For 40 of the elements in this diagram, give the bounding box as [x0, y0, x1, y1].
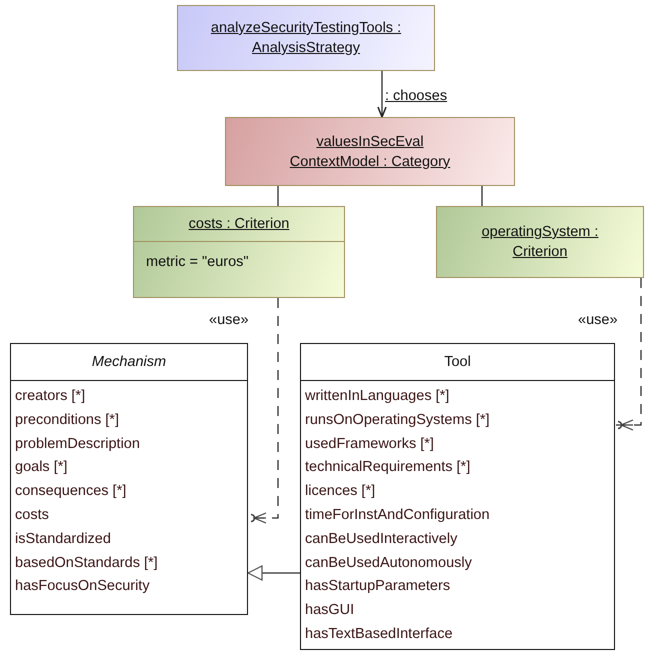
- attribute: costs: [14, 506, 50, 525]
- arrow: [377, 71, 387, 118]
- attribute: hasStartupParameters: [304, 577, 452, 596]
- attribute: preconditions [*]: [14, 410, 120, 430]
- object-box: [225, 117, 515, 186]
- class-name: Mechanism: [11, 344, 247, 381]
- object-box: [133, 206, 345, 298]
- link-line: [277, 186, 279, 206]
- dependency-arrow: [248, 298, 279, 524]
- class-box: [300, 343, 615, 650]
- attribute: consequences [*]: [14, 482, 128, 502]
- attribute: usedFrameworks [*]: [304, 434, 435, 454]
- attribute: goals [*]: [14, 458, 68, 478]
- object-name: operatingSystem : Criterion: [480, 223, 600, 262]
- attribute: isStandardized: [14, 530, 112, 549]
- attribute: hasFocusOnSecurity: [14, 577, 151, 596]
- attribute: runsOnOperatingSystems [*]: [304, 410, 491, 430]
- attribute: writtenInLanguages [*]: [304, 387, 450, 406]
- attribute: timeForInstAndConfiguration: [304, 506, 491, 525]
- attribute: basedOnStandards [*]: [14, 554, 159, 573]
- object-name: valuesInSecEval ContextModel : Category: [288, 132, 452, 172]
- attribute: creators [*]: [14, 387, 86, 406]
- class-name: Tool: [301, 344, 614, 381]
- attribute: hasTextBasedInterface: [304, 624, 454, 644]
- attribute: technicalRequirements [*]: [304, 458, 472, 478]
- class-box: [10, 343, 248, 615]
- object-name: analyzeSecurityTestingTools : AnalysisStrategy: [210, 19, 402, 58]
- dependency-arrow: [615, 278, 642, 431]
- edge-label: : chooses: [384, 88, 448, 104]
- object-name: costs : Criterion: [188, 215, 290, 234]
- attribute: canBeUsedInteractively: [304, 530, 458, 549]
- attribute: licences [*]: [304, 482, 376, 502]
- generalization-arrow: [247, 565, 300, 581]
- attribute: canBeUsedAutonomously: [304, 554, 473, 573]
- object-box: [177, 5, 435, 71]
- link-line: [481, 186, 483, 206]
- attribute: hasGUI: [304, 601, 356, 620]
- attribute: problemDescription: [14, 434, 141, 454]
- attribute-value: metric = "euros": [134, 241, 344, 282]
- object-box: [436, 206, 644, 278]
